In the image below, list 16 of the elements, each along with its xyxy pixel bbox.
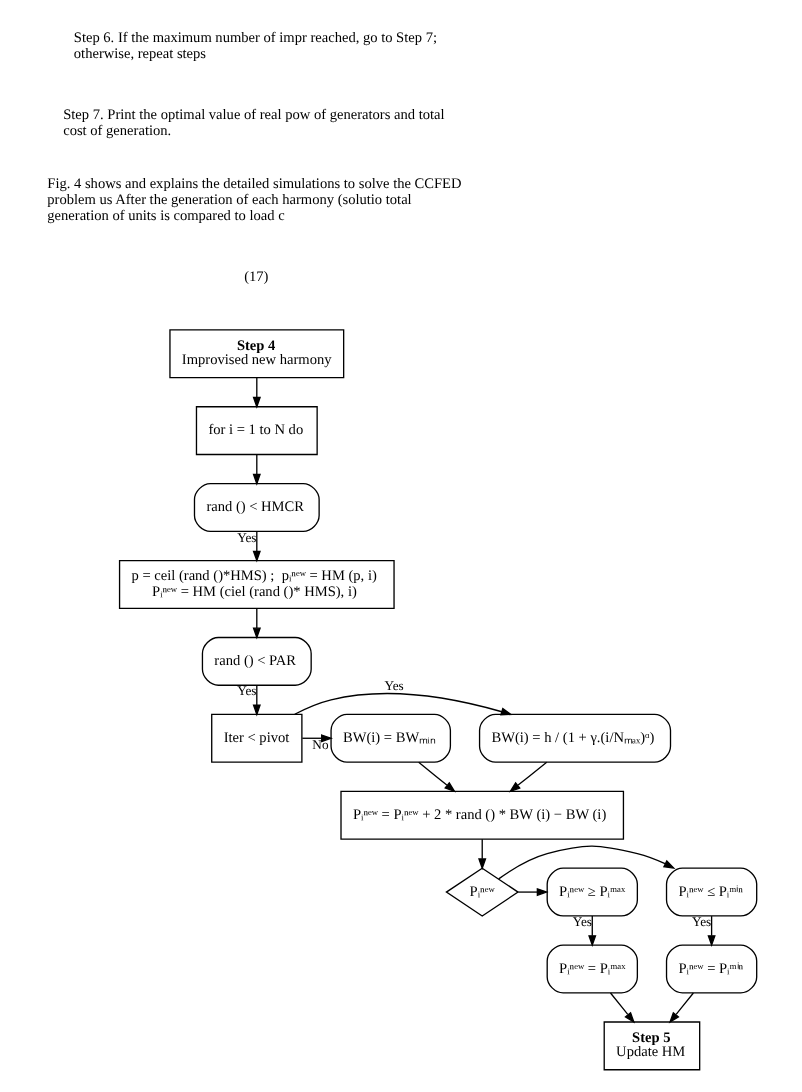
arrow — [251, 454, 260, 486]
arrow — [251, 607, 260, 640]
arrow — [251, 377, 260, 409]
arrow — [477, 838, 486, 871]
arrow — [417, 761, 455, 793]
arrow — [251, 684, 260, 717]
arrow — [516, 887, 548, 897]
arrow — [251, 530, 260, 563]
arrow — [497, 845, 675, 880]
arrow — [507, 761, 547, 793]
arrow — [706, 915, 715, 948]
arrow — [608, 992, 635, 1024]
arrow — [300, 734, 332, 743]
arrow — [587, 915, 596, 948]
arrow — [293, 693, 512, 716]
arrow — [667, 992, 694, 1024]
